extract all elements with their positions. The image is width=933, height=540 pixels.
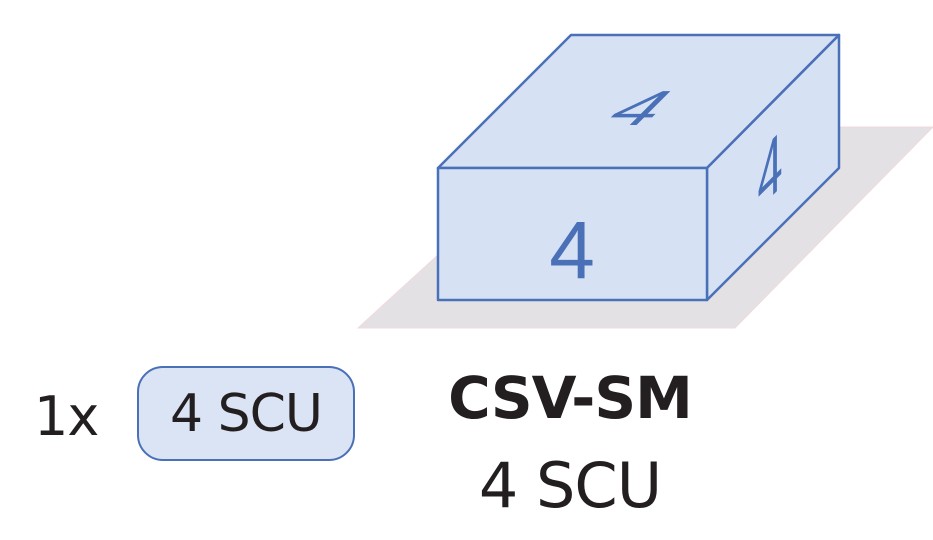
model-name: CSV-SM: [448, 364, 693, 432]
box-front-label: 4: [549, 205, 595, 296]
scu-badge-label: 4 SCU: [170, 383, 323, 444]
quantity-multiplier: 1x: [34, 385, 99, 448]
scu-badge: 4 SCU: [137, 366, 355, 461]
box-front-face: [436, 166, 709, 302]
model-capacity: 4 SCU: [478, 449, 662, 522]
